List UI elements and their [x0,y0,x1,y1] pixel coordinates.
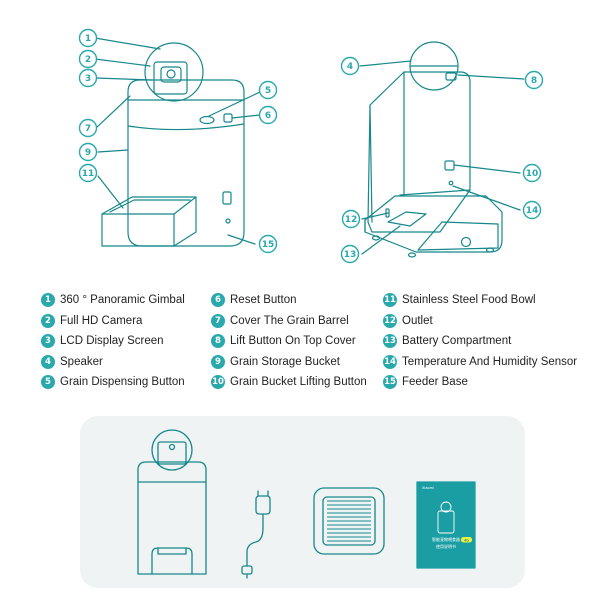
svg-text:1: 1 [85,34,91,44]
callout-13: 13 [340,244,360,264]
legend-item-10: 10 Grain Bucket Lifting Button [211,372,411,393]
callout-11: 11 [78,163,98,183]
legend-item-9: 9 Grain Storage Bucket [211,352,411,373]
legend-item-15: 15 Feeder Base [383,372,583,393]
legend-label: Reset Button [230,294,297,307]
legend-label: Full HD Camera [60,314,143,327]
svg-text:13: 13 [344,250,357,260]
legend-item-12: 12 Outlet [383,311,583,332]
svg-text:8: 8 [531,76,537,86]
callout-1: 1 [78,28,98,48]
manual-title-text: 智能宠物喂食器 [432,536,460,542]
legend-item-6: 6 Reset Button [211,290,411,311]
legend-badge: 3 [41,334,55,349]
user-manual-item [416,481,476,569]
legend-item-5: 5 Grain Dispensing Button [41,372,241,393]
front-view-device [101,42,245,247]
callout-6: 6 [258,105,278,125]
legend-label: Feeder Base [402,376,468,389]
callout-15: 15 [258,234,278,254]
legend-label: LCD Display Screen [60,335,164,348]
legend-badge: 4 [41,354,55,369]
back-view-device [364,41,503,258]
legend-item-8: 8 Lift Button On Top Cover [211,331,411,352]
legend-label: Outlet [402,314,433,327]
svg-text:6: 6 [265,111,271,121]
leader-lines [94,37,525,255]
package-contents-illustration: Xiaomi 智能宠物喂食器 4G 使用说明书 [137,429,476,579]
legend-item-4: 4 Speaker [41,352,241,373]
svg-text:3: 3 [85,74,91,84]
legend-badge: 1 [41,293,55,308]
callout-3: 3 [78,68,98,88]
legend-badge: 14 [383,354,397,369]
power-adapter-item [241,490,271,579]
svg-text:4: 4 [347,62,353,72]
legend-label: Cover The Grain Barrel [230,314,349,327]
callout-2: 2 [78,49,98,69]
legend-item-13: 13 Battery Compartment [383,331,583,352]
product-diagram: 1 2 3 4 5 6 7 8 9 10 11 12 13 14 15 [78,28,544,264]
legend-label: Battery Compartment [402,335,512,348]
legend-badge: 6 [211,293,225,308]
svg-text:5: 5 [265,86,271,96]
svg-text:12: 12 [345,215,358,225]
svg-text:14: 14 [526,206,539,216]
legend-badge: 5 [41,375,55,390]
package-contents-panel: Xiaomi 智能宠物喂食器 4G 使用说明书 [80,416,525,588]
callout-4: 4 [340,56,360,76]
legend-badge: 15 [383,375,397,390]
manual-badge: 4G [461,537,472,543]
svg-text:11: 11 [82,169,95,179]
legend-item-11: 11 Stainless Steel Food Bowl [383,290,583,311]
legend-label: Temperature And Humidity Sensor [402,355,578,368]
callout-10: 10 [522,163,542,183]
callout-8: 8 [524,70,544,90]
callout-5: 5 [258,80,278,100]
callout-12: 12 [341,209,361,229]
legend-label: 360 ° Panoramic Gimbal [60,294,185,307]
legend-badge: 11 [383,293,397,308]
legend-badge: 10 [211,375,225,390]
legend-item-1: 1 360 ° Panoramic Gimbal [41,290,241,311]
svg-text:15: 15 [262,240,275,250]
legend-item-7: 7 Cover The Grain Barrel [211,311,411,332]
filter-grille [327,500,371,542]
svg-text:2: 2 [85,55,91,65]
desiccant-box-item [313,487,385,555]
legend-item-14: 14 Temperature And Humidity Sensor [383,352,583,373]
callout-14: 14 [522,200,542,220]
svg-text:10: 10 [526,169,539,179]
legend-badge: 7 [211,313,225,328]
manual-badge-text: 4G [464,538,469,542]
feeder-item [137,429,207,575]
legend-label: Stainless Steel Food Bowl [402,294,536,307]
legend-label: Grain Bucket Lifting Button [230,376,367,389]
legend-badge: 12 [383,313,397,328]
legend-label: Lift Button On Top Cover [230,335,356,348]
legend-label: Grain Storage Bucket [230,355,340,368]
callout-badges: 1 2 3 4 5 6 7 8 9 10 11 12 13 14 15 [78,28,544,264]
legend-badge: 9 [211,354,225,369]
legend-badge: 13 [383,334,397,349]
callout-7: 7 [78,118,98,138]
callout-9: 9 [78,142,98,162]
legend-label: Grain Dispensing Button [60,376,185,389]
legend-column-3: 11 Stainless Steel Food Bowl 12 Outlet 13 B… [383,290,583,393]
svg-text:9: 9 [85,148,91,158]
legend-item-2: 2 Full HD Camera [41,311,241,332]
svg-text:7: 7 [85,124,91,134]
manual-subtitle-text: 使用说明书 [436,543,456,549]
legend-label: Speaker [60,355,103,368]
legend-item-3: 3 LCD Display Screen [41,331,241,352]
legend-badge: 8 [211,334,225,349]
manual-brand-text: Xiaomi [422,486,434,490]
legend-badge: 2 [41,313,55,328]
